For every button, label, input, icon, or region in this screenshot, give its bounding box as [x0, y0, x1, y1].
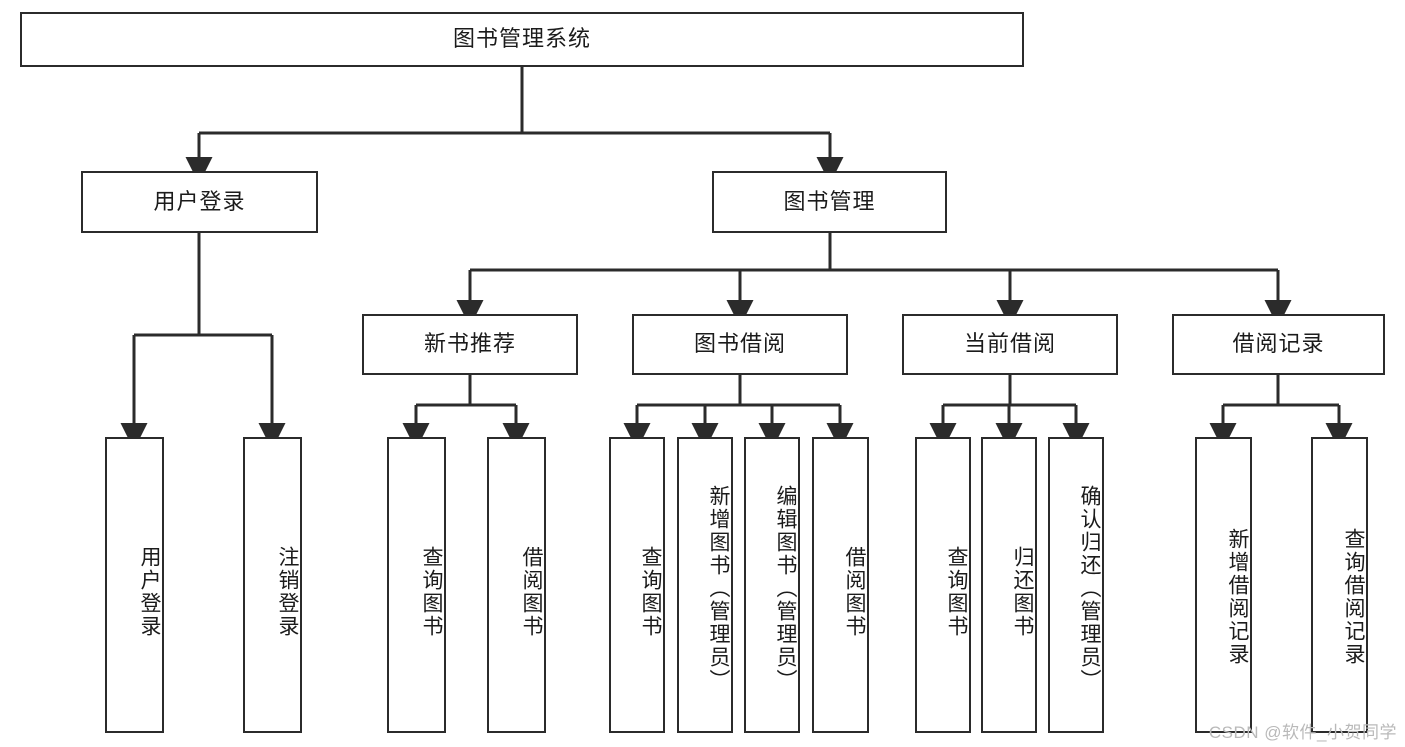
node-user-login[interactable]: 用户登录: [81, 171, 318, 233]
node-root-label: 图书管理系统: [452, 26, 591, 52]
node-leaf-borrow-book-2-label: 借阅图书: [843, 546, 866, 638]
node-leaf-query-record-label: 查询借阅记录: [1342, 528, 1365, 666]
node-leaf-return-book[interactable]: 归还图书: [981, 437, 1037, 733]
node-leaf-confirm-return[interactable]: 确认归还（管理员）: [1048, 437, 1104, 733]
node-current-borrow[interactable]: 当前借阅: [902, 314, 1118, 375]
node-leaf-query-book-1-label: 查询图书: [420, 546, 443, 638]
node-leaf-query-book-1[interactable]: 查询图书: [387, 437, 446, 733]
node-new-book-recommend-label: 新书推荐: [423, 331, 516, 357]
node-leaf-add-book-label: 新增图书（管理员）: [707, 484, 730, 692]
node-leaf-edit-book-label: 编辑图书（管理员）: [774, 484, 797, 692]
node-leaf-borrow-book-1-label: 借阅图书: [520, 546, 543, 638]
node-leaf-user-login[interactable]: 用户登录: [105, 437, 164, 733]
node-book-manage[interactable]: 图书管理: [712, 171, 947, 233]
node-leaf-borrow-book-1[interactable]: 借阅图书: [487, 437, 546, 733]
node-leaf-query-book-3-label: 查询图书: [945, 546, 968, 638]
node-borrow-record[interactable]: 借阅记录: [1172, 314, 1385, 375]
node-leaf-confirm-return-label: 确认归还（管理员）: [1078, 484, 1101, 692]
node-book-manage-label: 图书管理: [783, 188, 876, 214]
node-new-book-recommend[interactable]: 新书推荐: [362, 314, 578, 375]
node-leaf-query-book-2-label: 查询图书: [639, 546, 662, 638]
node-leaf-add-record[interactable]: 新增借阅记录: [1195, 437, 1252, 733]
node-leaf-edit-book[interactable]: 编辑图书（管理员）: [744, 437, 800, 733]
node-leaf-return-book-label: 归还图书: [1011, 546, 1034, 638]
node-leaf-add-record-label: 新增借阅记录: [1226, 528, 1249, 666]
node-borrow-record-label: 借阅记录: [1232, 331, 1325, 357]
node-root[interactable]: 图书管理系统: [20, 12, 1024, 67]
node-leaf-query-record[interactable]: 查询借阅记录: [1311, 437, 1368, 733]
node-leaf-user-logout[interactable]: 注销登录: [243, 437, 302, 733]
node-leaf-user-logout-label: 注销登录: [276, 546, 299, 638]
node-leaf-query-book-3[interactable]: 查询图书: [915, 437, 971, 733]
node-leaf-user-login-label: 用户登录: [138, 546, 161, 638]
node-user-login-label: 用户登录: [153, 188, 246, 214]
node-book-borrow-label: 图书借阅: [693, 331, 786, 357]
node-leaf-borrow-book-2[interactable]: 借阅图书: [812, 437, 869, 733]
node-leaf-add-book[interactable]: 新增图书（管理员）: [677, 437, 733, 733]
node-leaf-query-book-2[interactable]: 查询图书: [609, 437, 665, 733]
node-current-borrow-label: 当前借阅: [963, 331, 1056, 357]
node-book-borrow[interactable]: 图书借阅: [632, 314, 848, 375]
